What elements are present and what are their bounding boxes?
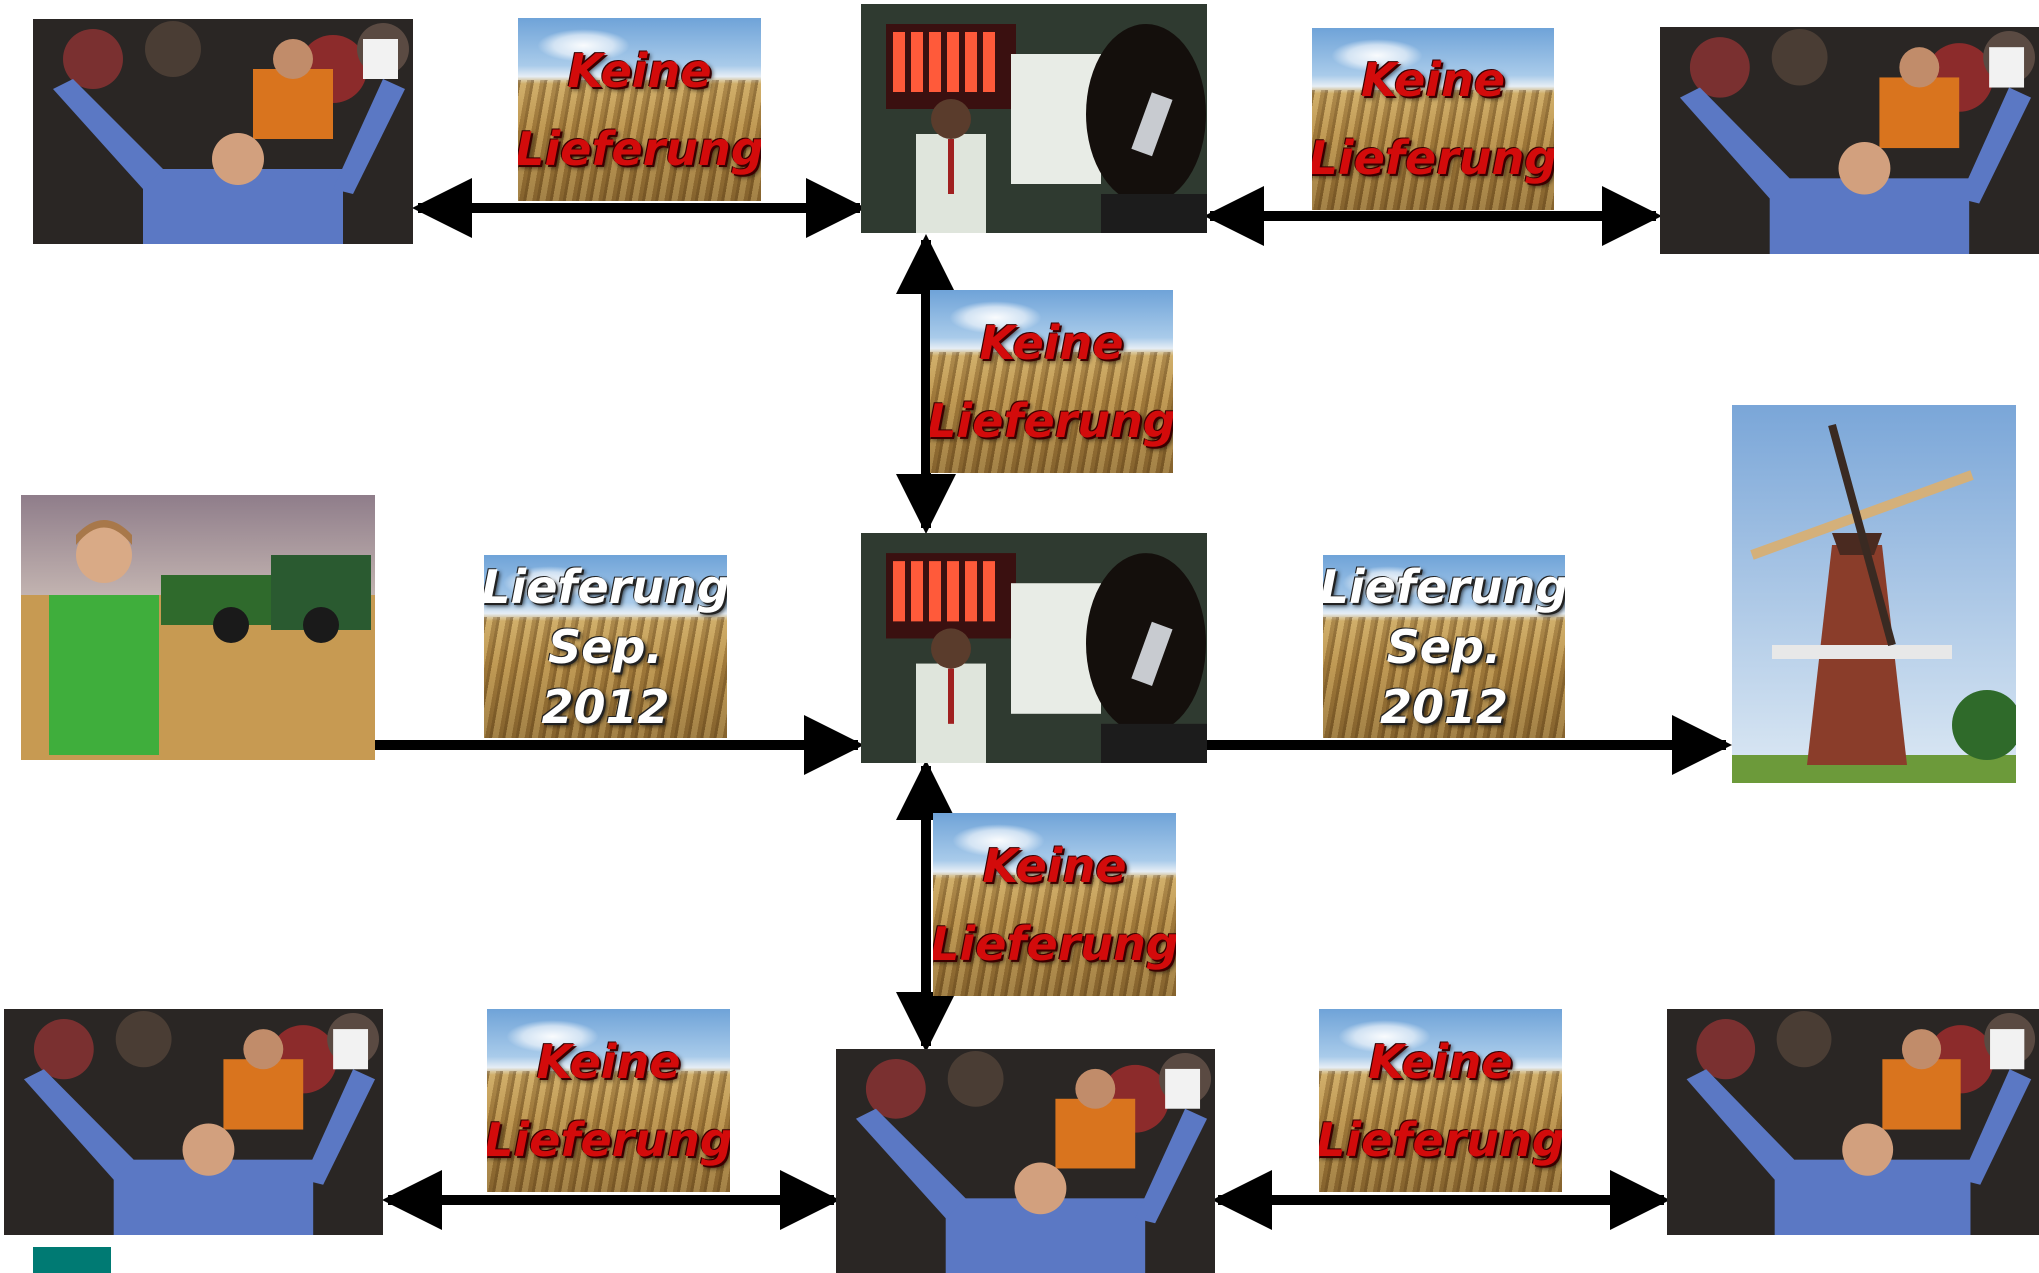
delivery-label: Lieferung Sep. 2012 (484, 555, 727, 738)
label-line-2: Sep. 2012 (541, 619, 670, 734)
wheat-label-bottom-left: Keine Lieferung (487, 1009, 730, 1192)
label-line-2: Lieferung (487, 1112, 730, 1167)
no-delivery-label: Keine Lieferung (933, 813, 1176, 996)
trader-photo-bottom-right (1667, 1009, 2039, 1235)
no-delivery-label: Keine Lieferung (487, 1009, 730, 1192)
trader-photo-bottom-center (836, 1049, 1215, 1273)
trader-photo-graphic (33, 19, 413, 244)
no-delivery-label: Keine Lieferung (930, 290, 1173, 473)
trader-photo-top-left (33, 19, 413, 244)
label-line-1: Lieferung (484, 559, 727, 614)
label-line-1: Lieferung (1323, 559, 1565, 614)
phone-trader-photo-center (861, 533, 1207, 763)
label-line-1: Keine (536, 1034, 681, 1089)
no-delivery-label: Keine Lieferung (1319, 1009, 1562, 1192)
no-delivery-label: Keine Lieferung (1312, 28, 1554, 210)
label-line-1: Keine (979, 315, 1124, 370)
trader-photo-bottom-left (4, 1009, 383, 1235)
wheat-label-top-left: Keine Lieferung (518, 18, 761, 201)
trader-photo-graphic (836, 1049, 1215, 1273)
wheat-label-upper-vertical: Keine Lieferung (930, 290, 1173, 473)
label-line-2: Lieferung (933, 916, 1176, 971)
label-line-1: Keine (1360, 53, 1506, 107)
wheat-label-bottom-right: Keine Lieferung (1319, 1009, 1562, 1192)
delivery-label: Lieferung Sep. 2012 (1323, 555, 1565, 738)
wheat-label-lower-vertical: Keine Lieferung (933, 813, 1176, 996)
trader-photo-graphic (4, 1009, 383, 1235)
accent-square (33, 1247, 111, 1273)
phone-trader-photo-top (861, 4, 1207, 233)
label-line-1: Keine (567, 43, 712, 98)
windmill-graphic (1732, 405, 2016, 783)
phone-trader-graphic (861, 4, 1207, 233)
wheat-label-top-right: Keine Lieferung (1312, 28, 1554, 210)
label-line-2: Lieferung (518, 121, 761, 176)
label-line-1: Keine (1368, 1034, 1513, 1089)
farmer-photo (21, 495, 375, 760)
trader-photo-top-right (1660, 27, 2039, 254)
trader-photo-graphic (1667, 1009, 2039, 1235)
label-line-1: Keine (982, 838, 1127, 893)
label-line-2: Lieferung (930, 393, 1173, 448)
farmer-graphic (21, 495, 375, 760)
wheat-label-middle-right: Lieferung Sep. 2012 (1323, 555, 1565, 738)
wheat-label-middle-left: Lieferung Sep. 2012 (484, 555, 727, 738)
label-line-2: Lieferung (1319, 1112, 1562, 1167)
windmill-photo (1732, 405, 2016, 783)
label-line-2: Sep. 2012 (1379, 619, 1509, 734)
trader-photo-graphic (1660, 27, 2039, 254)
label-line-2: Lieferung (1312, 131, 1554, 185)
no-delivery-label: Keine Lieferung (518, 18, 761, 201)
phone-trader-graphic (861, 533, 1207, 763)
